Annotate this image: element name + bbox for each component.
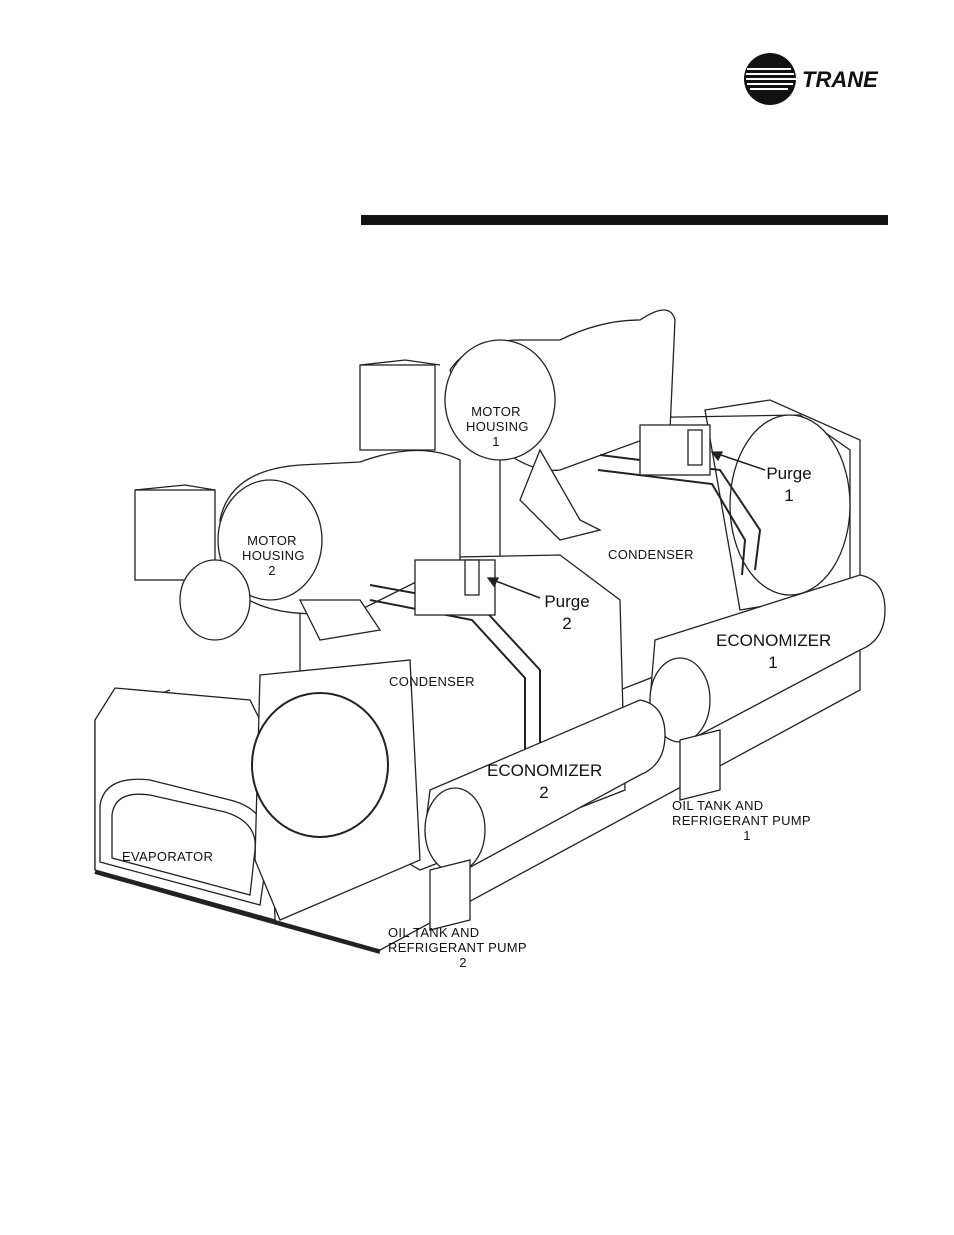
label-economizer-2: ECONOMIZER 2 [487, 760, 601, 804]
label-economizer-1-line-2: 1 [716, 652, 830, 674]
label-purge-1-line-2: 1 [760, 485, 818, 507]
purge-unit-2 [415, 560, 495, 615]
label-oil-tank-2-line-2: REFRIGERANT PUMP [388, 940, 538, 955]
label-purge-2-line-2: 2 [538, 613, 596, 635]
label-oil-tank-1-line-2: REFRIGERANT PUMP [672, 813, 822, 828]
label-evaporator: EVAPORATOR [122, 849, 213, 864]
label-condenser-1: CONDENSER [608, 547, 694, 562]
label-oil-tank-2-line-1: OIL TANK AND [388, 925, 538, 940]
label-motor-housing-2-line-3: 2 [242, 563, 302, 578]
oil-tank-1 [680, 730, 720, 800]
label-motor-housing-1-line-3: 1 [466, 434, 526, 449]
label-motor-housing-2: MOTOR HOUSING 2 [242, 533, 302, 578]
label-purge-1: Purge 1 [760, 463, 818, 507]
label-motor-housing-1: MOTOR HOUSING 1 [466, 404, 526, 449]
label-motor-housing-2-line-1: MOTOR [242, 533, 302, 548]
label-oil-tank-2: OIL TANK AND REFRIGERANT PUMP 2 [388, 925, 538, 970]
label-motor-housing-2-line-2: HOUSING [242, 548, 302, 563]
label-oil-tank-1-line-1: OIL TANK AND [672, 798, 822, 813]
label-purge-2-line-1: Purge [538, 591, 596, 613]
label-purge-1-line-1: Purge [760, 463, 818, 485]
oil-tank-2 [430, 860, 470, 930]
label-oil-tank-1: OIL TANK AND REFRIGERANT PUMP 1 [672, 798, 822, 843]
label-economizer-1-line-1: ECONOMIZER [716, 630, 830, 652]
label-oil-tank-2-line-3: 2 [388, 955, 538, 970]
label-condenser-2: CONDENSER [389, 674, 475, 689]
label-economizer-2-line-2: 2 [487, 782, 601, 804]
control-box-1 [360, 365, 435, 450]
label-motor-housing-1-line-1: MOTOR [466, 404, 526, 419]
condenser-2-head [252, 693, 388, 837]
label-motor-housing-1-line-2: HOUSING [466, 419, 526, 434]
label-economizer-2-line-1: ECONOMIZER [487, 760, 601, 782]
label-economizer-1: ECONOMIZER 1 [716, 630, 830, 674]
label-purge-2: Purge 2 [538, 591, 596, 635]
label-oil-tank-1-line-3: 1 [672, 828, 822, 843]
